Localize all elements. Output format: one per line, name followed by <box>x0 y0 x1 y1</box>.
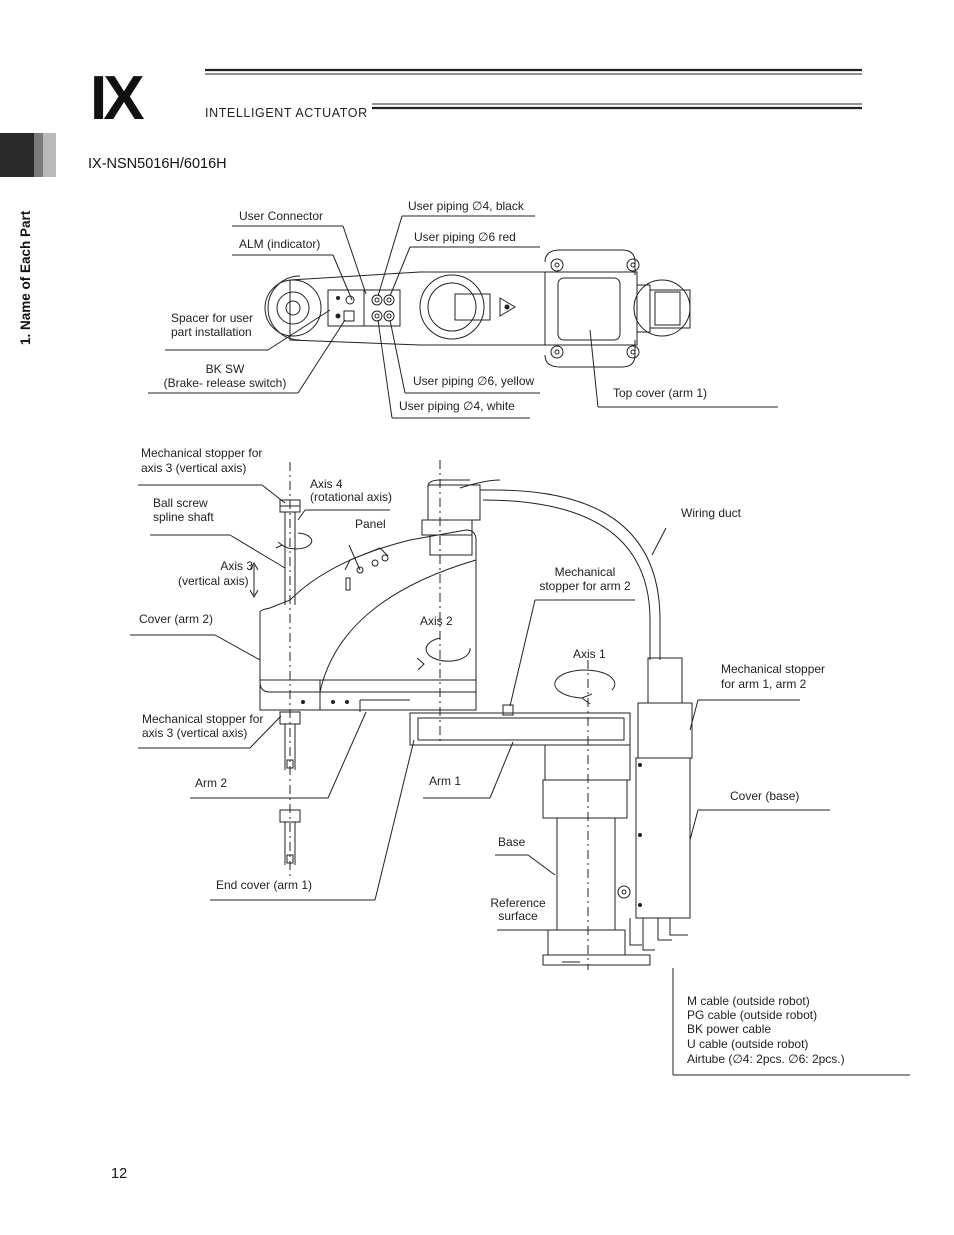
label-panel: Panel <box>355 517 386 531</box>
label-spacer-line1: Spacer for user <box>171 311 254 325</box>
label-spacer-line2: part installation <box>171 325 252 339</box>
label-mech-stopper-arm1-line1: Mechanical stopper <box>721 662 826 676</box>
brand-name: INTELLIGENT ACTUATOR <box>205 106 368 120</box>
label-mech-stopper-axis3-bottom-line1: Mechanical stopper for <box>142 712 264 726</box>
label-mech-stopper-axis3-top-line1: Mechanical stopper for <box>141 446 263 460</box>
model-title: IX-NSN5016H/6016H <box>88 156 227 172</box>
label-axis1: Axis 1 <box>573 647 606 661</box>
label-base: Base <box>498 835 526 849</box>
sidebar-block-mid <box>34 133 43 177</box>
sidebar-block-dark <box>0 133 34 177</box>
label-arm2: Arm 2 <box>195 776 228 790</box>
label-cable-bk: BK power cable <box>687 1022 772 1036</box>
label-top-cover: Top cover (arm 1) <box>613 386 708 400</box>
label-end-cover: End cover (arm 1) <box>216 878 313 892</box>
label-user-connector: User Connector <box>239 209 324 223</box>
label-airtube: Airtube (∅4: 2pcs. ∅6: 2pcs.) <box>687 1052 845 1066</box>
label-mech-stopper-axis3-bottom-line2: axis 3 (vertical axis) <box>142 726 248 740</box>
label-piping-4-white: User piping ∅4, white <box>399 399 515 413</box>
label-alm-indicator: ALM (indicator) <box>239 237 321 251</box>
label-arm1: Arm 1 <box>429 774 462 788</box>
brand-logo: IX <box>90 64 145 133</box>
label-bk-sw-line1: BK SW <box>205 362 245 376</box>
label-piping-4-black: User piping ∅4, black <box>408 199 524 213</box>
label-mech-stopper-arm1-line2: for arm 1, arm 2 <box>721 677 807 691</box>
label-cover-base: Cover (base) <box>730 789 800 803</box>
label-axis4-line2: (rotational axis) <box>310 490 393 504</box>
label-piping-6-yellow: User piping ∅6, yellow <box>413 374 535 388</box>
label-cable-m: M cable (outside robot) <box>687 994 810 1008</box>
label-wiring-duct: Wiring duct <box>681 506 742 520</box>
label-ball-screw-line1: Ball screw <box>153 496 208 510</box>
top-view <box>148 215 778 419</box>
label-cover-arm2: Cover (arm 2) <box>139 612 214 626</box>
label-bk-sw-line2: (Brake- release switch) <box>163 376 287 390</box>
side-view <box>130 460 910 1076</box>
label-axis2: Axis 2 <box>420 614 453 628</box>
label-axis3-line1: Axis 3 <box>220 559 253 573</box>
label-mech-stopper-arm2-line2: stopper for arm 2 <box>539 579 631 593</box>
label-reference-line1: Reference <box>490 896 546 910</box>
label-axis4-line1: Axis 4 <box>310 477 343 491</box>
label-mech-stopper-arm2-line1: Mechanical <box>554 565 616 579</box>
sidebar-block-light <box>43 133 56 177</box>
label-cable-pg: PG cable (outside robot) <box>687 1008 818 1022</box>
page-number: 12 <box>111 1166 128 1182</box>
label-ball-screw-line2: spline shaft <box>153 510 214 524</box>
label-reference-line2: surface <box>498 909 538 923</box>
label-cable-u: U cable (outside robot) <box>687 1037 809 1051</box>
label-axis3-line2: (vertical axis) <box>178 574 249 588</box>
label-mech-stopper-axis3-top-line2: axis 3 (vertical axis) <box>141 461 247 475</box>
label-piping-6-red: User piping ∅6 red <box>414 230 516 244</box>
